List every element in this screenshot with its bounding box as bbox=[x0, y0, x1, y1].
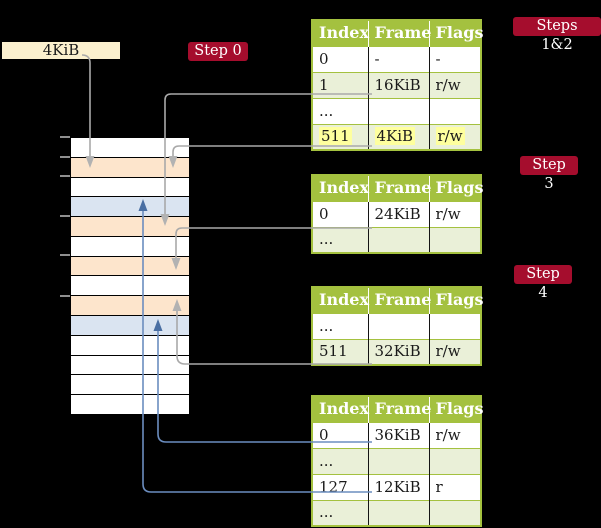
table-cell: ... bbox=[312, 226, 368, 253]
table-cell: 0 bbox=[312, 45, 368, 72]
table-cell: ... bbox=[312, 97, 368, 124]
step-0-badge: Step 0 bbox=[188, 42, 248, 61]
table-cell: 36KiB bbox=[367, 421, 429, 448]
table-cell bbox=[367, 97, 429, 124]
memory-row-peach bbox=[71, 256, 189, 277]
table-cell: 0 bbox=[312, 200, 368, 227]
table-cell: ... bbox=[312, 312, 368, 339]
table-cell: r/w bbox=[428, 71, 481, 98]
column-header-flags: Flags bbox=[428, 20, 484, 46]
column-header-index: Index bbox=[312, 287, 369, 313]
memory-row-white bbox=[71, 276, 189, 297]
highlighted-value: 511 bbox=[319, 127, 352, 146]
table-cell bbox=[367, 226, 429, 253]
table-cell: 16KiB bbox=[367, 71, 429, 98]
memory-row-white bbox=[71, 355, 189, 376]
table-cell: ... bbox=[312, 447, 368, 474]
step-4-badge: Step 4 bbox=[514, 265, 572, 301]
table-cell: r/w bbox=[428, 123, 481, 150]
memory-row-peach bbox=[71, 217, 189, 237]
table-row: ... bbox=[312, 97, 481, 124]
table-cell bbox=[367, 312, 429, 339]
steps-1-2-badge: Steps 1&2 bbox=[513, 17, 601, 53]
table-cell bbox=[428, 447, 481, 474]
table-cell: 511 bbox=[312, 123, 368, 150]
table-cell bbox=[428, 97, 481, 124]
table-cell: ... bbox=[312, 499, 368, 526]
table-cell: 4KiB bbox=[367, 123, 429, 150]
column-header-index: Index bbox=[312, 396, 369, 422]
table-cell bbox=[428, 499, 481, 526]
frame-size-label: 4KiB bbox=[2, 42, 120, 59]
table-cell: 511 bbox=[312, 338, 368, 365]
table-cell: r/w bbox=[428, 421, 481, 448]
table-cell: 32KiB bbox=[367, 338, 429, 365]
physical-memory-column bbox=[70, 137, 190, 415]
column-header-flags: Flags bbox=[428, 396, 484, 422]
table-cell bbox=[367, 499, 429, 526]
column-header-index: Index bbox=[312, 20, 369, 46]
table-cell: - bbox=[428, 45, 481, 72]
column-header-frame: Frame bbox=[367, 20, 431, 46]
table-cell bbox=[367, 447, 429, 474]
memory-row-white bbox=[71, 335, 189, 356]
table-cell: 127 bbox=[312, 473, 368, 500]
table-cell: 0 bbox=[312, 421, 368, 448]
memory-row-white bbox=[71, 236, 189, 257]
table-cell bbox=[428, 312, 481, 339]
column-header-frame: Frame bbox=[367, 287, 431, 313]
step-3-badge: Step 3 bbox=[520, 156, 578, 192]
memory-tick-marks bbox=[60, 136, 70, 297]
memory-row-peach bbox=[71, 296, 189, 317]
column-header-flags: Flags bbox=[428, 287, 484, 313]
memory-row-blue bbox=[71, 197, 189, 218]
table-row: ... bbox=[312, 312, 481, 339]
memory-row-peach bbox=[71, 157, 189, 178]
highlighted-value: 4KiB bbox=[374, 127, 416, 146]
column-header-frame: Frame bbox=[367, 175, 431, 201]
table-cell: 1 bbox=[312, 71, 368, 98]
table-row: ... bbox=[312, 499, 481, 526]
highlighted-value: r/w bbox=[435, 127, 465, 146]
table-row: 0-- bbox=[312, 45, 481, 72]
table-cell bbox=[428, 226, 481, 253]
table-cell: 24KiB bbox=[367, 200, 429, 227]
memory-row-white bbox=[71, 375, 189, 396]
column-header-frame: Frame bbox=[367, 396, 431, 422]
table-cell: r/w bbox=[428, 338, 481, 365]
memory-row-blue bbox=[71, 316, 189, 336]
table-row: ... bbox=[312, 226, 481, 253]
table-cell: r bbox=[428, 473, 481, 500]
memory-row-white bbox=[71, 177, 189, 198]
table-row: ... bbox=[312, 447, 481, 474]
table-cell: 12KiB bbox=[367, 473, 429, 500]
table-cell: - bbox=[367, 45, 429, 72]
memory-row-white bbox=[71, 138, 189, 158]
table-cell: r/w bbox=[428, 200, 481, 227]
column-header-flags: Flags bbox=[428, 175, 484, 201]
column-header-index: Index bbox=[312, 175, 369, 201]
table-row: 511 4KiB r/w bbox=[312, 123, 481, 150]
memory-row-white bbox=[71, 395, 189, 414]
